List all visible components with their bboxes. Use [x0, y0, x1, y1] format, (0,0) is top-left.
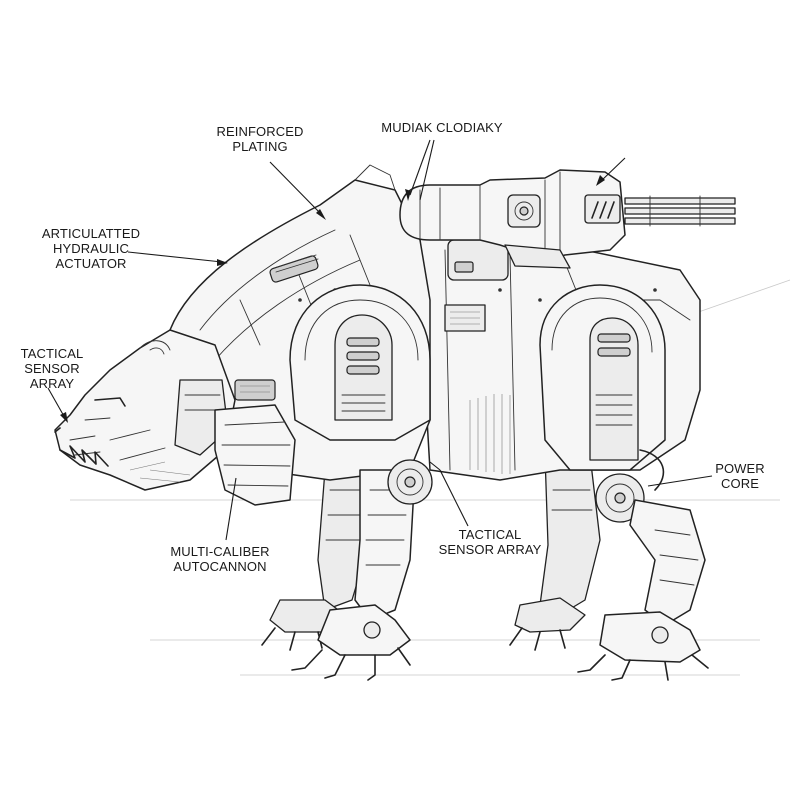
front-shoulder-assembly [289, 284, 431, 441]
label-articulated-actuator: ARTICULATTED HYDRAULIC ACTUATOR [41, 226, 141, 271]
label-tactical-sensor-center: TACTICAL SENSOR ARRAY [438, 527, 542, 557]
label-mudiak-clodiaky: MUDIAK CLODIAKY [381, 120, 503, 135]
turret-cannon [399, 169, 736, 269]
front-near-leg [291, 459, 433, 681]
label-multi-caliber-autocannon: MULTI-CALIBER AUTOCANNON [170, 544, 270, 574]
label-tactical-sensor-left: TACTICAL SENSOR ARRAY [20, 346, 84, 391]
far-hind-leg [509, 454, 601, 651]
neck-armor [214, 379, 296, 506]
hind-hip-assembly [539, 284, 666, 491]
callout-leaders [47, 139, 713, 541]
bear-head [54, 329, 236, 491]
label-reinforced-plating: REINFORCED PLATING [216, 124, 304, 154]
label-power-core: POWER CORE [715, 461, 765, 491]
hind-near-leg [577, 473, 709, 681]
